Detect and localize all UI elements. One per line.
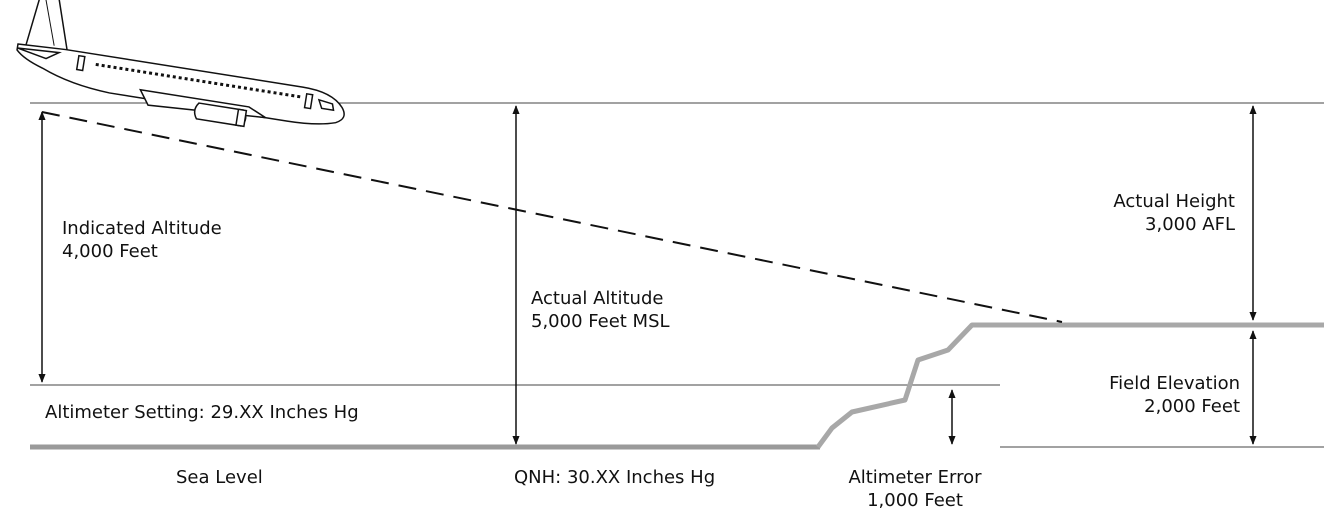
actual-altitude-label: Actual Altitude 5,000 Feet MSL (531, 287, 670, 333)
qnh-label: QNH: 30.XX Inches Hg (514, 467, 716, 488)
terrain-profile (815, 322, 1324, 449)
actual-height-label: Actual Height 3,000 AFL (1113, 190, 1235, 236)
altimeter-setting-label: Altimeter Setting: 29.XX Inches Hg (45, 402, 359, 423)
field-elevation-title: Field Elevation (1109, 373, 1240, 394)
actual-altitude-value: 5,000 Feet MSL (531, 311, 670, 332)
actual-height-title: Actual Height (1113, 191, 1235, 212)
sea-level-label: Sea Level (176, 467, 263, 488)
field-elevation-value: 2,000 Feet (1144, 396, 1240, 417)
indicated-altitude-value: 4,000 Feet (62, 241, 158, 262)
airplane-icon (16, 0, 345, 128)
altimeter-error-value: 1,000 Feet (867, 490, 963, 511)
field-elevation-label: Field Elevation 2,000 Feet (1109, 372, 1240, 418)
indicated-altitude-title: Indicated Altitude (62, 218, 222, 239)
descent-path-dashed-line (41, 111, 1063, 323)
actual-altitude-title: Actual Altitude (531, 288, 664, 309)
actual-height-value: 3,000 AFL (1145, 214, 1235, 235)
altimeter-error-title: Altimeter Error (848, 467, 982, 488)
indicated-altitude-label: Indicated Altitude 4,000 Feet (62, 217, 222, 263)
altimeter-error-label: Altimeter Error 1,000 Feet (840, 466, 990, 512)
